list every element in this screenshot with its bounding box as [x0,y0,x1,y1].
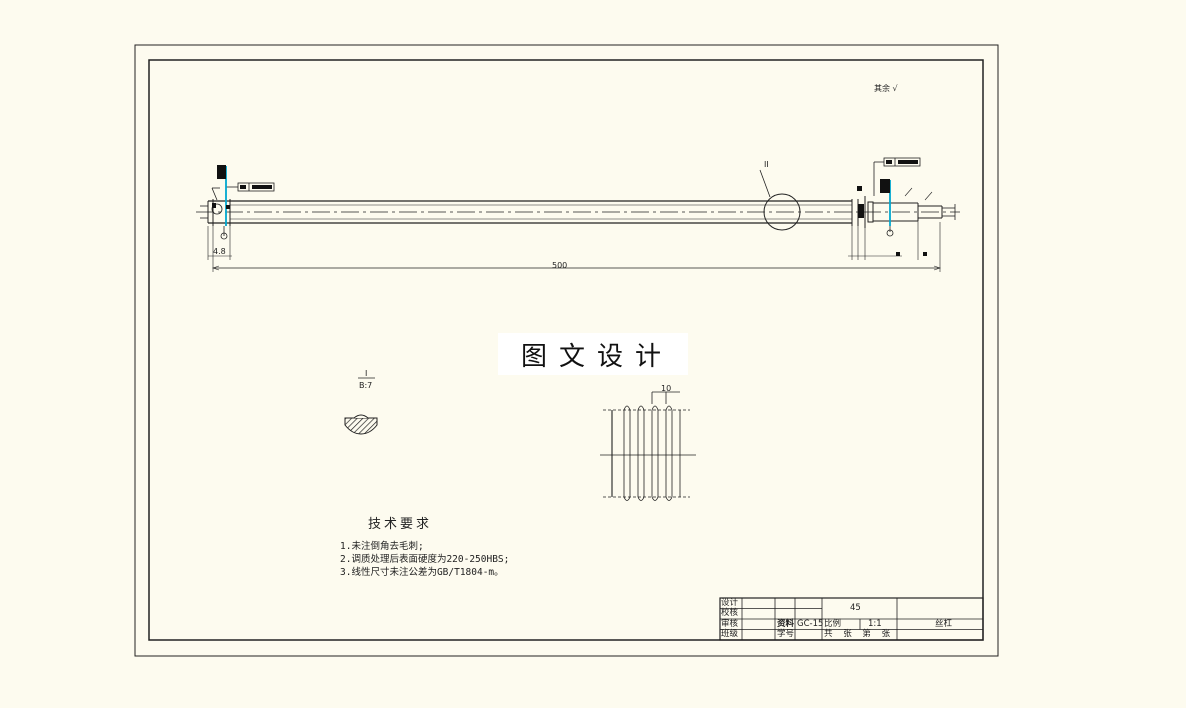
roughness-symbol-icon: √ [892,84,898,93]
class-label: 学号 [777,629,795,639]
title-block [719,597,984,641]
tech-req-item: 3.线性尺寸未注公差为GB/T1804-m。 [340,567,504,578]
scale-label: 比例 [824,619,842,629]
row-label-design: 设计 [721,598,739,608]
watermark: 图文设计 [498,333,688,375]
dim-overall-length: 500 [552,261,568,270]
row-label-class: 班级 [721,629,739,639]
dim-left-shoulder: 4.8 [213,247,226,256]
part-name: 丝杠 [935,619,953,629]
detail-mark-label: II [764,160,769,169]
screw-main-view [196,157,960,272]
row-label-check: 校核 [721,608,739,618]
detail-circle [763,193,801,231]
technical-requirements: 技术要求 1.未注倒角去毛刺; 2.调质处理后表面硬度为220-250HBS; … [340,513,509,579]
pitch-dim-label: 10 [661,384,672,393]
stamp-text: 资料 [777,619,795,629]
section-mark-label: I [365,369,368,378]
outer-border [134,44,999,657]
scale-value: 1:1 [868,619,882,629]
tech-req-item: 2.调质处理后表面硬度为220-250HBS; [340,554,510,565]
drawing-number: GC-15 [797,619,824,629]
tech-req-item: 1.未注倒角去毛刺; [340,541,424,552]
material-value: 45 [850,603,861,613]
thread-detail [600,391,696,501]
sheet-count: 共 张 第 张 [824,629,895,639]
roughness-note-text: 其余 [874,84,890,93]
row-label-review: 审核 [721,619,739,629]
roughness-note: 其余 √ [874,84,898,93]
section-scale-label: B:7 [359,381,373,390]
tech-req-title: 技术要求 [368,517,433,532]
inner-border [148,59,984,641]
section-view [344,377,378,435]
